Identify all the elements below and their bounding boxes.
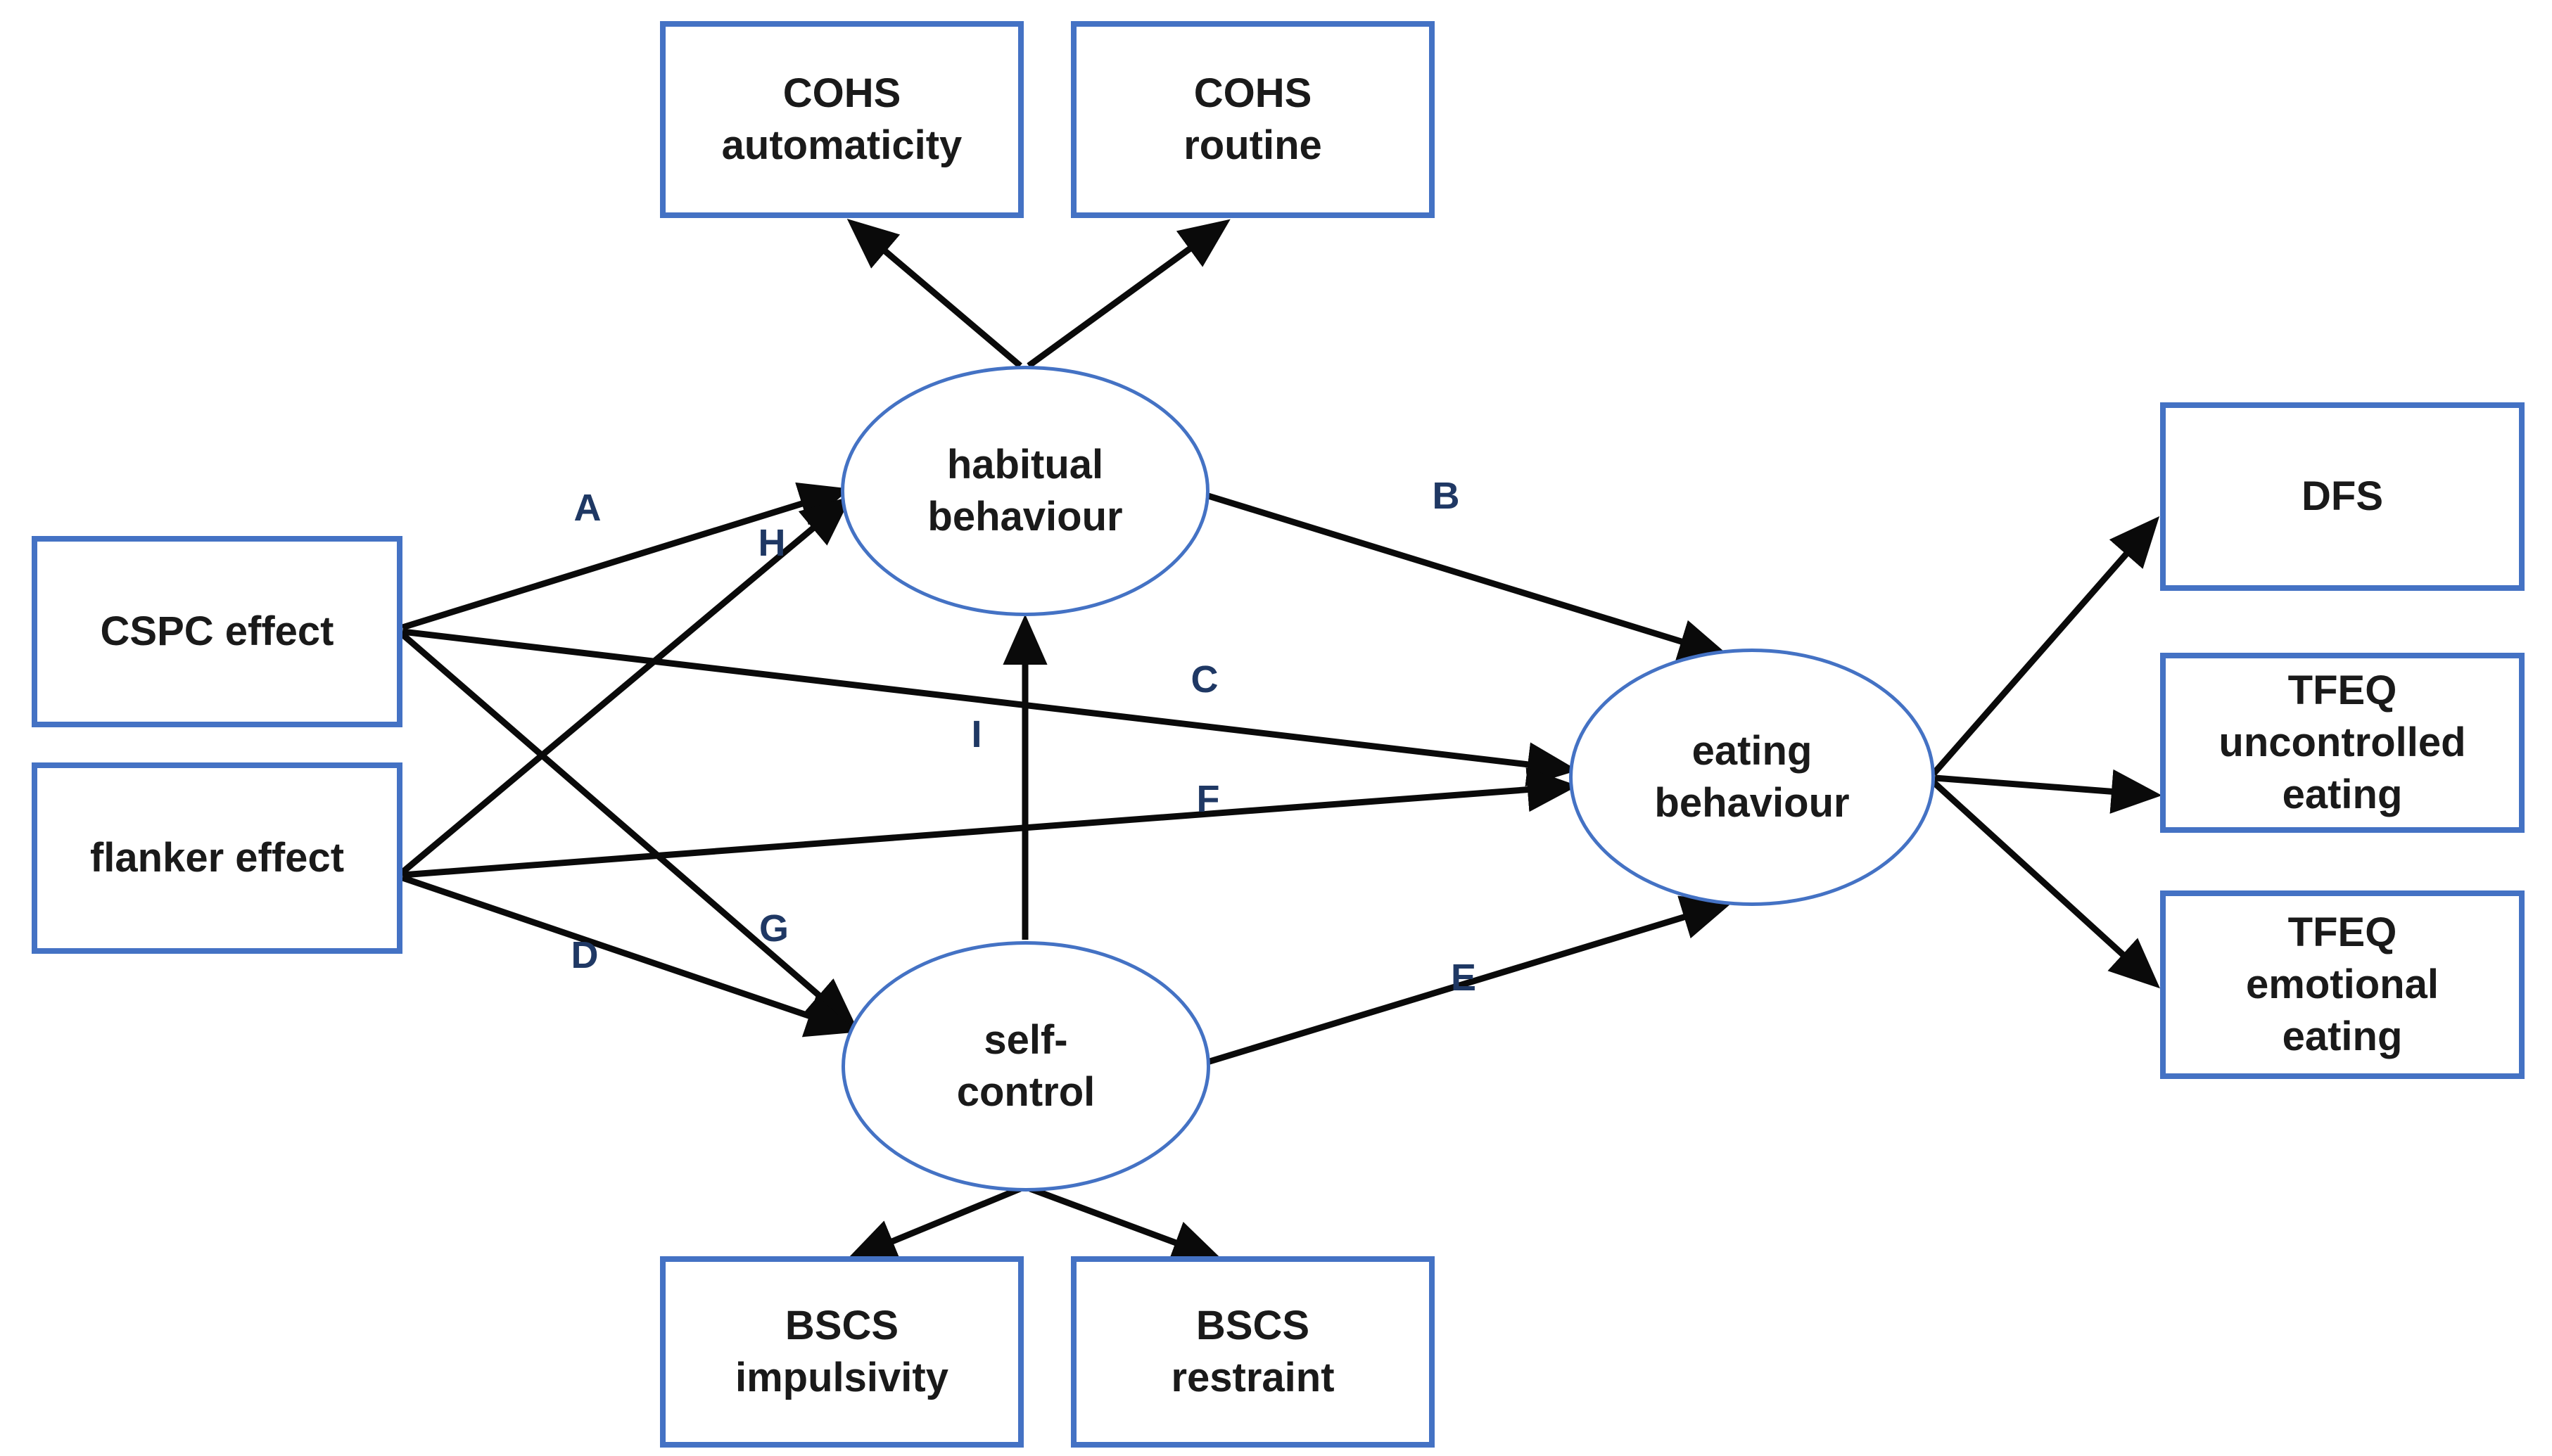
node-bscs-impulsivity: BSCS impulsivity bbox=[660, 1256, 1024, 1448]
arrow-path-G-cspc-to-selfcontrol bbox=[400, 632, 858, 1029]
arrow-selfcontrol-to-bscs-impulsivity bbox=[846, 1185, 1022, 1262]
arrow-path-D-flanker-to-selfcontrol bbox=[401, 874, 858, 1037]
arrow-path-H-flanker-to-habitual bbox=[400, 496, 852, 875]
node-bscs-restraint: BSCS restraint bbox=[1071, 1256, 1435, 1448]
arrow-path-F-flanker-to-eating bbox=[402, 767, 1578, 879]
arrow-path-A-cspc-to-habitual bbox=[401, 482, 851, 631]
path-label-G: G bbox=[758, 907, 789, 950]
path-label-A: A bbox=[573, 487, 602, 529]
path-label-H: H bbox=[758, 522, 786, 564]
path-label-B: B bbox=[1432, 475, 1460, 517]
arrow-eating-to-tfeq-uncontrolled bbox=[1934, 769, 2162, 814]
path-label-E: E bbox=[1450, 957, 1477, 999]
path-label-C: C bbox=[1191, 658, 1219, 701]
node-cspc-effect: CSPC effect bbox=[32, 536, 402, 727]
node-dfs: DFS bbox=[2160, 402, 2525, 591]
arrow-habitual-to-cohs-routine bbox=[1027, 219, 1231, 369]
arrow-path-E-selfcontrol-to-eating bbox=[1206, 895, 1733, 1066]
arrow-selfcontrol-to-bscs-restraint bbox=[1029, 1185, 1224, 1264]
path-label-F: F bbox=[1196, 778, 1220, 820]
node-flanker-effect: flanker effect bbox=[32, 762, 402, 954]
path-label-D: D bbox=[571, 934, 599, 976]
node-eating-behaviour: eating behaviour bbox=[1569, 649, 1935, 906]
arrow-eating-to-tfeq-emotional bbox=[1931, 779, 2160, 989]
node-self-control: self- control bbox=[842, 941, 1210, 1192]
node-tfeq-uncontrolled-eating: TFEQ uncontrolled eating bbox=[2160, 653, 2525, 833]
node-cohs-automaticity: COHS automaticity bbox=[660, 21, 1024, 218]
arrow-eating-to-dfs bbox=[1931, 516, 2160, 776]
node-cohs-routine: COHS routine bbox=[1071, 21, 1435, 218]
arrow-path-C-cspc-to-eating bbox=[402, 628, 1578, 787]
node-habitual-behaviour: habitual behaviour bbox=[841, 366, 1210, 616]
arrow-path-B-habitual-to-eating bbox=[1205, 492, 1730, 663]
arrow-habitual-to-cohs-automaticity bbox=[846, 219, 1022, 369]
node-tfeq-emotional-eating: TFEQ emotional eating bbox=[2160, 890, 2525, 1079]
path-label-I: I bbox=[971, 713, 982, 755]
